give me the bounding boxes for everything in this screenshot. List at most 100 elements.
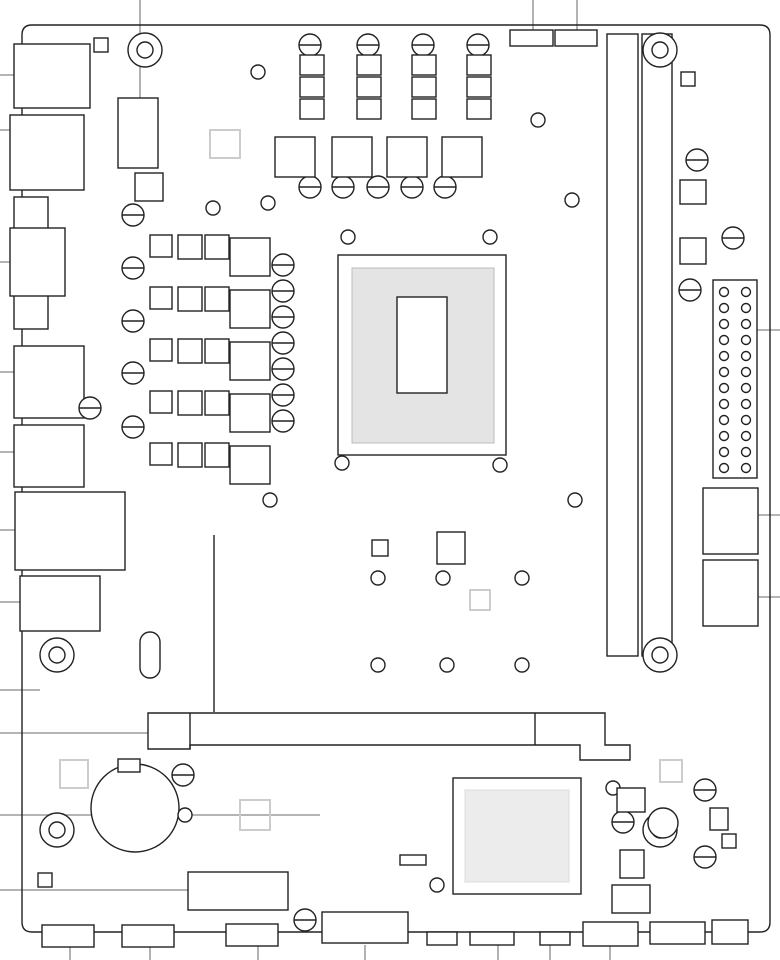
vrm-mosfet xyxy=(299,76,325,98)
ic-chip xyxy=(679,237,707,265)
board-components xyxy=(37,32,745,932)
screw-hole xyxy=(370,657,386,673)
atx-pin xyxy=(718,398,730,410)
atx-pin xyxy=(718,430,730,442)
cpu-fan-header xyxy=(509,29,554,47)
vrm-mosfet xyxy=(204,338,230,364)
screw-hole xyxy=(262,492,278,508)
screw-hole xyxy=(205,200,221,216)
sata-connector-2 xyxy=(702,559,759,627)
vrm-mosfet xyxy=(356,54,382,76)
atx-pin xyxy=(718,318,730,330)
mounting-hole xyxy=(39,637,75,673)
silkscreen-mark xyxy=(659,759,683,783)
vrm-mosfet xyxy=(149,390,173,414)
atx-pin xyxy=(718,462,730,474)
ic-chip xyxy=(399,854,427,866)
front-panel-header xyxy=(321,911,409,944)
vrm-mosfet xyxy=(466,98,492,120)
vrm-mosfet xyxy=(177,286,203,312)
atx-pin xyxy=(740,398,752,410)
atx-pin xyxy=(718,334,730,346)
vrm-mosfet xyxy=(177,442,203,468)
mounting-hole xyxy=(127,32,163,68)
atx-pin xyxy=(740,350,752,362)
cmos-battery xyxy=(90,763,180,853)
mounting-hole-inner xyxy=(48,821,66,839)
vrm-mosfet xyxy=(177,234,203,260)
screw-hole xyxy=(567,492,583,508)
vrm-mosfet xyxy=(149,286,173,310)
screw-hole xyxy=(429,877,445,893)
mounting-hole-inner xyxy=(651,646,669,664)
screw-hole xyxy=(439,657,455,673)
board-outline xyxy=(21,24,771,933)
silkscreen-mark xyxy=(239,799,271,831)
screw-hole xyxy=(482,229,498,245)
atx-pin xyxy=(740,334,752,346)
vrm-choke xyxy=(441,136,483,178)
audio-header xyxy=(582,921,639,947)
screw-hole xyxy=(435,570,451,586)
atx-pin xyxy=(718,382,730,394)
screw-hole xyxy=(340,229,356,245)
mounting-hole-inner xyxy=(651,41,669,59)
silkscreen-mark xyxy=(209,129,241,159)
power-header xyxy=(711,919,749,945)
jumper xyxy=(139,631,161,679)
vrm-mosfet xyxy=(356,98,382,120)
atx-pin xyxy=(740,446,752,458)
vrm-mosfet xyxy=(411,54,437,76)
vrm-choke xyxy=(386,136,428,178)
lpt-header xyxy=(649,921,706,945)
vrm-mosfet xyxy=(356,76,382,98)
ic-chip xyxy=(611,884,651,914)
ic-chip xyxy=(616,787,646,813)
vrm-mosfet xyxy=(411,98,437,120)
silkscreen-mark xyxy=(59,759,89,789)
ic-chip xyxy=(436,531,466,565)
screw-hole xyxy=(177,807,193,823)
atx-pin xyxy=(740,414,752,426)
audio-jacks xyxy=(19,575,101,632)
vrm-mosfet xyxy=(299,54,325,76)
mounting-hole xyxy=(39,812,75,848)
small-header xyxy=(721,833,737,849)
usb-header-1 xyxy=(41,924,95,948)
vrm-choke xyxy=(229,393,271,433)
screw-hole xyxy=(530,112,546,128)
vrm-choke xyxy=(229,237,271,277)
tpm-header xyxy=(469,931,515,946)
mounting-hole xyxy=(642,32,678,68)
vrm-mosfet xyxy=(204,234,230,260)
screw-hole xyxy=(514,570,530,586)
screw-hole xyxy=(492,457,508,473)
m2-connector xyxy=(187,871,289,911)
screw-hole xyxy=(370,570,386,586)
atx-pin xyxy=(718,446,730,458)
fan-header-1 xyxy=(426,931,458,946)
buzzer xyxy=(647,807,679,839)
screw-hole xyxy=(260,195,276,211)
vrm-mosfet xyxy=(149,442,173,466)
rear-io-ports xyxy=(9,37,126,632)
atx-pin xyxy=(718,414,730,426)
lan-usb-port xyxy=(14,491,126,571)
screw-hole xyxy=(514,657,530,673)
ps2-usb-port xyxy=(13,43,91,109)
vrm-mosfet xyxy=(149,338,173,362)
atx-pin xyxy=(740,302,752,314)
vrm-mosfet xyxy=(411,76,437,98)
ic-chip xyxy=(709,807,729,831)
atx-pin xyxy=(740,462,752,474)
vrm-mosfet xyxy=(299,98,325,120)
vrm-choke xyxy=(274,136,316,178)
cpu-socket xyxy=(337,254,507,456)
pcie-x16-slot xyxy=(147,712,631,761)
capacitor-block xyxy=(134,172,164,202)
atx-pin xyxy=(718,366,730,378)
atx-pin xyxy=(740,382,752,394)
vrm-mosfet xyxy=(204,390,230,416)
ic-chip xyxy=(619,849,645,879)
atx-pin xyxy=(740,318,752,330)
